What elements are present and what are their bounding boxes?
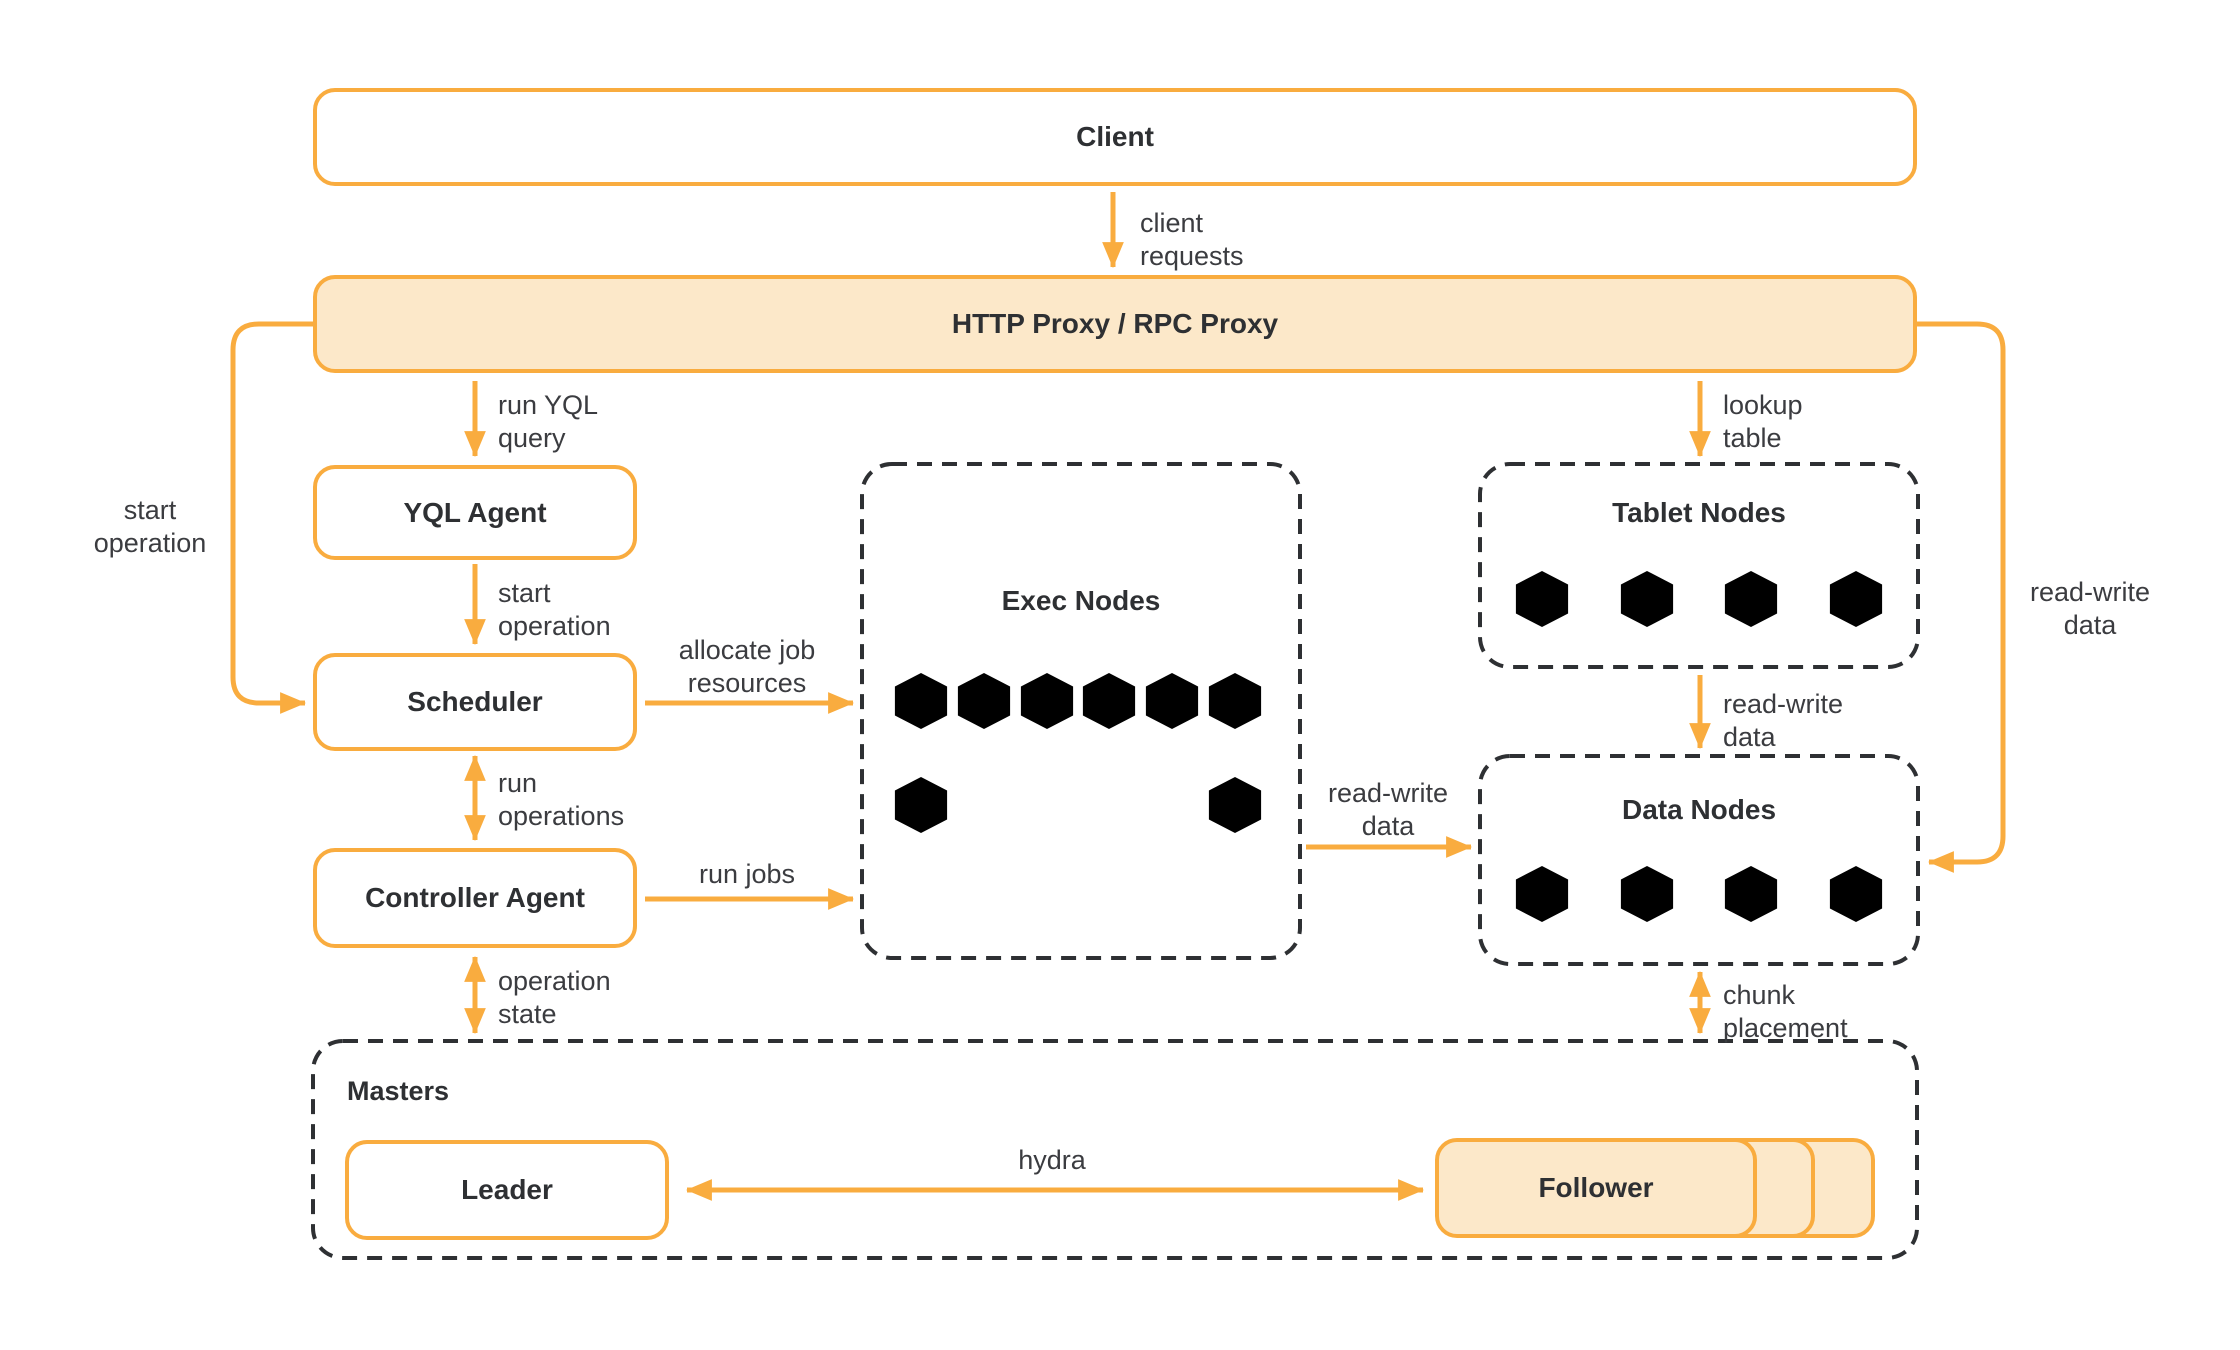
yql-agent-node: YQL Agent [313,465,637,560]
edge-label-lookup-table: lookup table [1723,390,1803,453]
controller-agent-node-label: Controller Agent [365,882,585,913]
client-node: Client [313,88,1917,186]
path-start-operation-loop [230,321,313,714]
node-cube-icon [1143,669,1201,733]
masters-group-title: Masters [347,1076,450,1106]
edge-label-read-write-tablet: read-write data [1723,689,1844,752]
tablet-nodes-group-border [1478,462,1920,669]
client-node-label: Client [1076,121,1154,152]
node-cube-icon [1618,862,1676,926]
edge-label-client-requests: client requests [1140,208,1244,271]
yql-agent-node-label: YQL Agent [403,496,547,528]
edge-label-read-write-proxy: read-write data [2029,577,2151,640]
leader-node: Leader [345,1140,669,1240]
node-cube-icon [1018,669,1076,733]
node-cube-icon [1513,567,1571,631]
node-cube-icon [1827,567,1885,631]
edge-label-start-operation: start operation [498,578,611,641]
edge-label-run-jobs: run jobs [698,859,796,889]
edge-label-run-operations: run operations [498,768,625,831]
scheduler-node: Scheduler [313,653,637,751]
node-cube-icon [892,773,950,837]
exec-nodes-cубes [892,669,1264,837]
edge-label-start-operation-loop: start operation [93,495,207,558]
leader-node-label: Leader [461,1174,553,1205]
edge-label-read-write-exec: read-write data [1327,778,1449,841]
node-cube-icon [955,669,1013,733]
node-cube-icon [1206,773,1264,837]
edge-label-operation-state: operation state [498,966,611,1029]
node-cube-icon [892,669,950,733]
follower-node: Follower [1435,1138,1757,1238]
tablet-nodes-group-title: Tablet Nodes [1612,497,1786,528]
tablet-nodes-cubes [1513,567,1885,631]
controller-agent-node: Controller Agent [313,848,637,948]
data-nodes-group-title: Data Nodes [1621,794,1777,825]
node-cube-icon [1513,862,1571,926]
edge-label-run-yql-query: run YQL query [498,390,599,453]
data-nodes-cubes [1513,862,1885,926]
node-cube-icon [1206,669,1264,733]
edge-label-allocate-job-resources: allocate job resources [678,635,816,698]
node-cube-icon [1827,862,1885,926]
edge-label-hydra: hydra [1018,1145,1086,1175]
node-cube-icon [1080,669,1138,733]
scheduler-node-label: Scheduler [407,686,543,717]
node-cube-icon [1722,567,1780,631]
edge-label-chunk-placement: chunk placement [1723,980,1848,1043]
exec-nodes-group-title: Exec Nodes [1001,585,1161,616]
data-nodes-group-border [1478,754,1920,966]
node-cube-icon [1618,567,1676,631]
proxy-node: HTTP Proxy / RPC Proxy [313,275,1917,373]
proxy-node-label: HTTP Proxy / RPC Proxy [951,308,1279,339]
node-cube-icon [1722,862,1780,926]
path-read-write-loop [1917,321,2006,873]
follower-node-label: Follower [1538,1172,1654,1203]
